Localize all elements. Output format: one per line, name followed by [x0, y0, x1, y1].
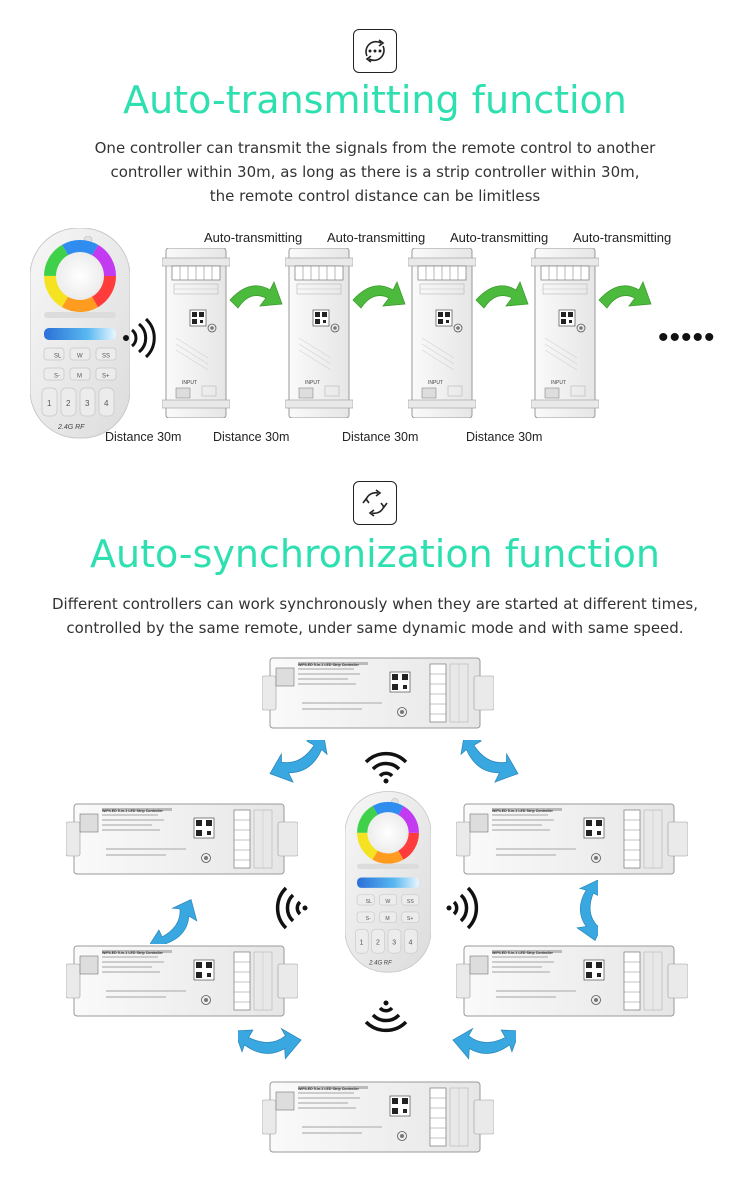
remote-btn-s-minus: S- — [54, 374, 60, 380]
controller-brand: WiFiLED 5-in-1 LED Strip Controller — [492, 951, 553, 955]
strip-controller-4: INPUT — [531, 248, 599, 418]
remote-num-1: 1 — [47, 399, 52, 408]
blue-sync-arrow-icon — [458, 740, 522, 784]
transmit-label-1: Auto-transmitting — [204, 230, 303, 245]
auto-sync-description: Different controllers can work synchrono… — [0, 592, 750, 640]
remote-freq-label: 2.4G RF — [57, 424, 85, 431]
remote-num-4: 4 — [409, 940, 413, 947]
sync-controller-left-upper: WiFiLED 5-in-1 LED Strip Controller — [66, 803, 298, 875]
strip-controller-1: INPUT — [162, 248, 230, 418]
auto-sync-title: Auto-synchronization function — [90, 532, 660, 576]
distance-label-3: Distance 30m — [342, 430, 419, 444]
sync-controller-bottom: WiFiLED 5-in-1 LED Strip Controller — [262, 1081, 494, 1153]
blue-sync-arrow-icon — [238, 1018, 302, 1066]
blue-sync-arrow-icon — [452, 1018, 516, 1066]
controller-brand: WiFiLED 5-in-1 LED Strip Controller — [298, 663, 359, 667]
remote-btn-m: M — [77, 374, 82, 380]
remote-freq-label: 2.4G RF — [368, 960, 392, 966]
auto-transmit-description: One controller can transmit the signals … — [0, 136, 750, 208]
remote-num-1: 1 — [360, 940, 364, 947]
blue-sync-arrow-icon — [150, 891, 200, 944]
distance-label-4: Distance 30m — [466, 430, 543, 444]
wifi-down-icon — [364, 1000, 408, 1033]
blue-sync-arrow-icon — [266, 740, 330, 784]
remote-num-4: 4 — [104, 399, 109, 408]
remote-btn-ss: SS — [102, 354, 110, 360]
controller-input-label: INPUT — [182, 380, 197, 386]
remote-btn-w: W — [77, 354, 83, 360]
remote-num-2: 2 — [376, 940, 380, 947]
wifi-right-icon — [446, 886, 479, 930]
wifi-left-icon — [275, 886, 308, 930]
green-arrow-icon — [598, 281, 652, 309]
desc-line-2: controlled by the same remote, under sam… — [66, 619, 684, 637]
distance-label-2: Distance 30m — [213, 430, 290, 444]
transmit-label-4: Auto-transmitting — [573, 230, 672, 245]
green-arrow-icon — [475, 281, 529, 309]
remote-btn-sl: SL — [54, 354, 62, 360]
auto-transmit-title: Auto-transmitting function — [123, 78, 627, 122]
controller-input-label: INPUT — [551, 380, 566, 386]
blue-sync-arrow-icon — [563, 880, 598, 944]
refresh-dots-icon — [364, 38, 385, 63]
auto-sync-icon-box — [353, 481, 397, 525]
desc-line-1: One controller can transmit the signals … — [94, 139, 656, 157]
controller-brand: WiFiLED 5-in-1 LED Strip Controller — [102, 951, 163, 955]
transmit-label-2: Auto-transmitting — [327, 230, 426, 245]
sync-controller-left-lower: WiFiLED 5-in-1 LED Strip Controller — [66, 945, 298, 1017]
remote-btn-s-minus: S- — [366, 916, 371, 922]
sync-controller-right-upper: WiFiLED 5-in-1 LED Strip Controller — [456, 803, 688, 875]
strip-controller-2: INPUT — [285, 248, 353, 418]
remote-btn-s-plus: S+ — [407, 916, 413, 922]
desc-line-3: the remote control distance can be limit… — [209, 187, 541, 205]
controller-input-label: INPUT — [305, 380, 320, 386]
sync-controller-top: WiFiLED 5-in-1 LED Strip Controller — [262, 657, 494, 729]
controller-brand: WiFiLED 5-in-1 LED Strip Controller — [298, 1087, 359, 1091]
desc-line-1: Different controllers can work synchrono… — [51, 595, 699, 613]
remote-btn-ss: SS — [407, 899, 414, 905]
desc-line-2: controller within 30m, as long as there … — [110, 163, 640, 181]
strip-controller-3: INPUT — [408, 248, 476, 418]
auto-transmit-icon-box — [353, 29, 397, 73]
wifi-up-icon — [364, 751, 408, 784]
controller-input-label: INPUT — [428, 380, 443, 386]
sync-arrows-icon — [361, 488, 388, 517]
remote-btn-s-plus: S+ — [102, 374, 110, 380]
remote-num-3: 3 — [85, 399, 90, 408]
remote-control-center: SL W SS S- M S+ 1 2 3 4 2.4G RF — [345, 782, 431, 992]
controller-brand: WiFiLED 5-in-1 LED Strip Controller — [492, 809, 553, 813]
remote-num-3: 3 — [392, 940, 396, 947]
green-arrow-icon — [229, 281, 283, 309]
remote-control: SL W SS S- M S+ 1 2 3 4 2.4G RF — [30, 228, 130, 450]
transmit-label-3: Auto-transmitting — [450, 230, 549, 245]
distance-label-1: Distance 30m — [105, 430, 182, 444]
remote-num-2: 2 — [66, 399, 71, 408]
controller-brand: WiFiLED 5-in-1 LED Strip Controller — [102, 809, 163, 813]
remote-btn-w: W — [385, 899, 390, 905]
wireless-signal-icon — [123, 318, 156, 358]
continuation-ellipsis: ••••• — [658, 321, 716, 354]
remote-btn-sl: SL — [366, 899, 372, 905]
sync-controller-right-lower: WiFiLED 5-in-1 LED Strip Controller — [456, 945, 688, 1017]
green-arrow-icon — [352, 281, 406, 309]
remote-btn-m: M — [385, 916, 389, 922]
